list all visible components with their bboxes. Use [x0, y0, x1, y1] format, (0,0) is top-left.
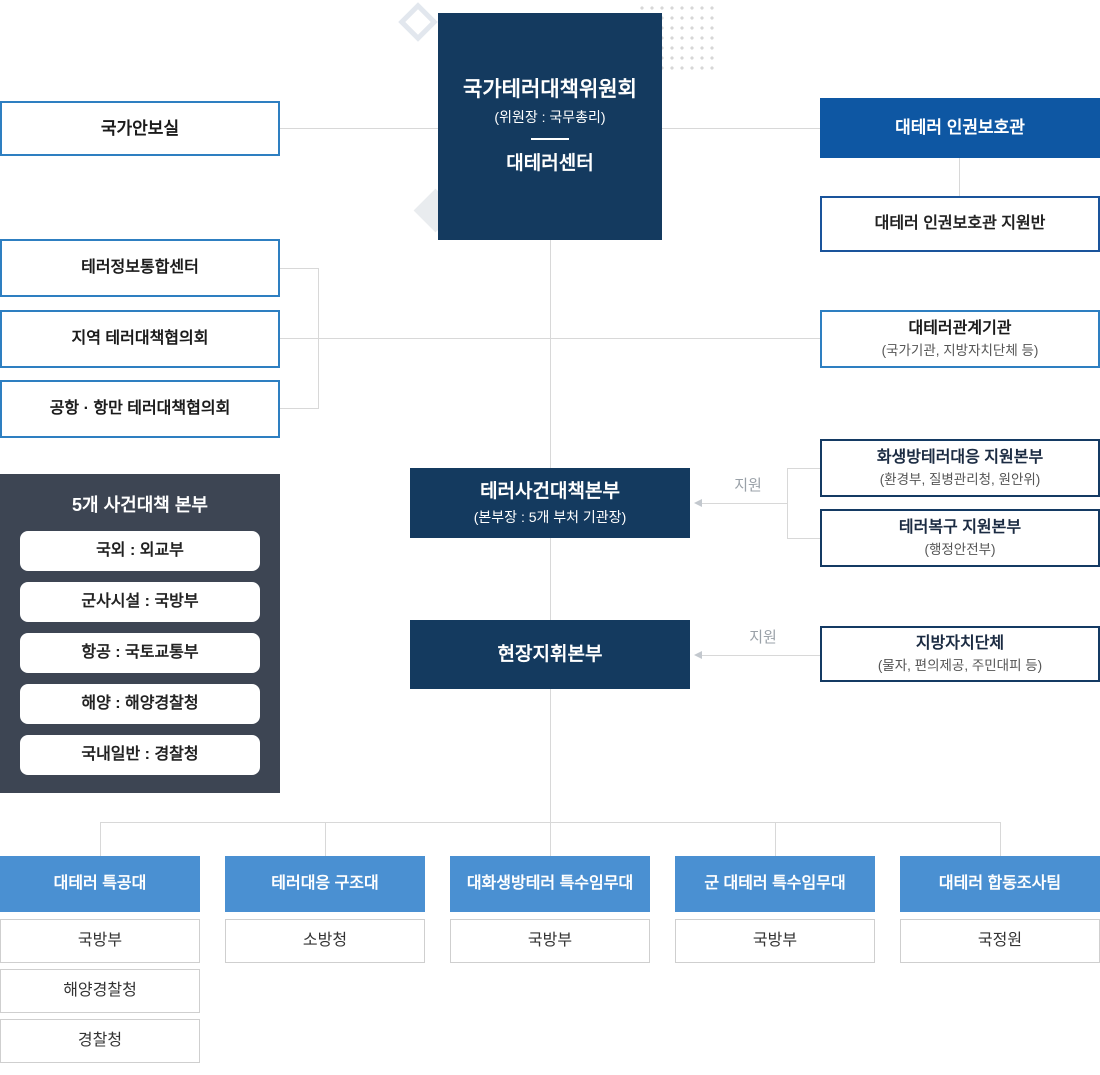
support-label-1: 지원 — [734, 477, 762, 494]
related-org-title: 대테러관계기관 — [908, 319, 1012, 337]
connector-committee-to-rights — [662, 128, 820, 129]
unit-header-rescue-team: 테러대응 구조대 — [225, 856, 425, 912]
support-bracket-vertical — [787, 468, 788, 538]
left-box-regional-council: 지역 테러대책협의회 — [0, 310, 280, 368]
unit-agency: 해양경찰청 — [63, 982, 137, 999]
connector-committee-down — [550, 240, 551, 468]
incident-hq-box: 테러사건대책본부 (본부장 : 5개 부처 기관장) — [410, 468, 690, 538]
cbr-support-hq-box: 화생방테러대응 지원본부 (환경부, 질병관리청, 원안위) — [820, 439, 1100, 497]
five-hq-item-aviation: 항공 : 국토교통부 — [20, 633, 260, 673]
local-gov-title: 지방자치단체 — [915, 634, 1005, 652]
rights-support-box: 대테러 인권보호관 지원반 — [820, 196, 1100, 252]
support-arrow-head-2 — [694, 651, 702, 659]
support-arrow-line-1 — [701, 503, 787, 504]
incident-hq-title: 테러사건대책본부 — [480, 480, 620, 502]
unit-agency-box: 해양경찰청 — [0, 969, 200, 1013]
five-hq-item-domestic: 국내일반 : 경찰청 — [20, 735, 260, 775]
unit-title: 군 대테러 특수임무대 — [704, 875, 846, 892]
left-box-label: 테러정보통합센터 — [81, 259, 199, 276]
related-org-subtitle: (국가기관, 지방자치단체 등) — [881, 342, 1039, 358]
five-hq-item-overseas: 국외 : 외교부 — [20, 531, 260, 571]
left-box-label: 지역 테러대책협의회 — [71, 330, 209, 347]
rights-support-label: 대테러 인권보호관 지원반 — [874, 215, 1046, 232]
unit-agency: 국정원 — [977, 932, 1023, 949]
left-box-terror-info-center: 테러정보통합센터 — [0, 239, 280, 297]
related-org-box: 대테러관계기관 (국가기관, 지방자치단체 등) — [820, 310, 1100, 368]
support-bracket-bottom-stub — [787, 538, 820, 539]
recovery-support-hq-title: 테러복구 지원본부 — [898, 518, 1022, 536]
counter-terrorism-center-label: 대테러센터 — [506, 153, 594, 174]
unit-title: 대테러 합동조사팀 — [938, 875, 1062, 892]
left-box-label: 공항 · 항만 테러대책협의회 — [49, 400, 231, 417]
connector-leftbox3-stub — [280, 408, 318, 409]
incident-hq-subtitle: (본부장 : 5개 부처 기관장) — [473, 508, 627, 525]
unit-agency: 국방부 — [77, 932, 123, 949]
unit-agency-box: 국방부 — [450, 919, 650, 963]
diamond-outline-decoration — [398, 2, 438, 42]
unit-header-joint-investigation: 대테러 합동조사팀 — [900, 856, 1100, 912]
unit-title: 대테러 특공대 — [53, 875, 147, 892]
five-hq-item-maritime: 해양 : 해양경찰청 — [20, 684, 260, 724]
support-arrow-line-2 — [701, 655, 820, 656]
unit-agency: 소방청 — [302, 932, 348, 949]
security-office-label: 국가안보실 — [100, 118, 180, 138]
local-gov-box: 지방자치단체 (물자, 편의제공, 주민대피 등) — [820, 626, 1100, 682]
connector-security-to-committee — [280, 128, 438, 129]
security-office-box: 국가안보실 — [0, 101, 280, 156]
unit-header-special-forces: 대테러 특공대 — [0, 856, 200, 912]
cbr-support-hq-subtitle: (환경부, 질병관리청, 원안위) — [879, 471, 1041, 487]
five-hq-panel: 5개 사건대책 본부 국외 : 외교부 군사시설 : 국방부 항공 : 국토교통… — [0, 474, 280, 793]
support-arrow-head-1 — [694, 499, 702, 507]
five-hq-item-military: 군사시설 : 국방부 — [20, 582, 260, 622]
connector-rights-down — [959, 158, 960, 196]
connector-col4-stub — [775, 822, 776, 856]
recovery-support-hq-box: 테러복구 지원본부 (행정안전부) — [820, 509, 1100, 567]
unit-title: 대화생방테러 특수임무대 — [466, 875, 634, 892]
connector-col5-stub — [1000, 822, 1001, 856]
connector-leftbox1-stub — [280, 268, 318, 269]
connector-left-to-related-org — [280, 338, 820, 339]
committee-divider — [531, 138, 569, 140]
unit-agency-box: 국방부 — [675, 919, 875, 963]
unit-agency: 경찰청 — [77, 1032, 123, 1049]
connector-col2-stub — [325, 822, 326, 856]
cbr-support-hq-title: 화생방테러대응 지원본부 — [876, 448, 1044, 466]
connector-field-down — [550, 689, 551, 856]
committee-title: 국가테러대책위원회 — [463, 78, 637, 102]
rights-officer-box: 대테러 인권보호관 — [820, 98, 1100, 158]
local-gov-subtitle: (물자, 편의제공, 주민대피 등) — [877, 657, 1043, 673]
rights-officer-label: 대테러 인권보호관 — [895, 118, 1025, 138]
connector-col1-stub — [100, 822, 101, 856]
field-hq-title: 현장지휘본부 — [497, 643, 603, 665]
connector-incident-to-field — [550, 538, 551, 620]
unit-agency-box: 경찰청 — [0, 1019, 200, 1063]
field-hq-box: 현장지휘본부 — [410, 620, 690, 689]
support-bracket-top-stub — [787, 468, 820, 469]
recovery-support-hq-subtitle: (행정안전부) — [924, 541, 996, 557]
unit-agency-box: 국방부 — [0, 919, 200, 963]
left-box-airport-port-council: 공항 · 항만 테러대책협의회 — [0, 380, 280, 438]
support-label-2: 지원 — [749, 629, 777, 646]
connector-bottom-horizontal — [100, 822, 1000, 823]
unit-header-cbr-special-task: 대화생방테러 특수임무대 — [450, 856, 650, 912]
unit-title: 테러대응 구조대 — [271, 875, 379, 892]
unit-agency-box: 국정원 — [900, 919, 1100, 963]
committee-box: 국가테러대책위원회 (위원장 : 국무총리) 대테러센터 — [438, 13, 662, 240]
committee-subtitle: (위원장 : 국무총리) — [494, 108, 606, 125]
unit-agency: 국방부 — [752, 932, 798, 949]
unit-agency: 국방부 — [527, 932, 573, 949]
five-hq-panel-title: 5개 사건대책 본부 — [72, 495, 208, 515]
unit-header-military-special-task: 군 대테러 특수임무대 — [675, 856, 875, 912]
unit-agency-box: 소방청 — [225, 919, 425, 963]
